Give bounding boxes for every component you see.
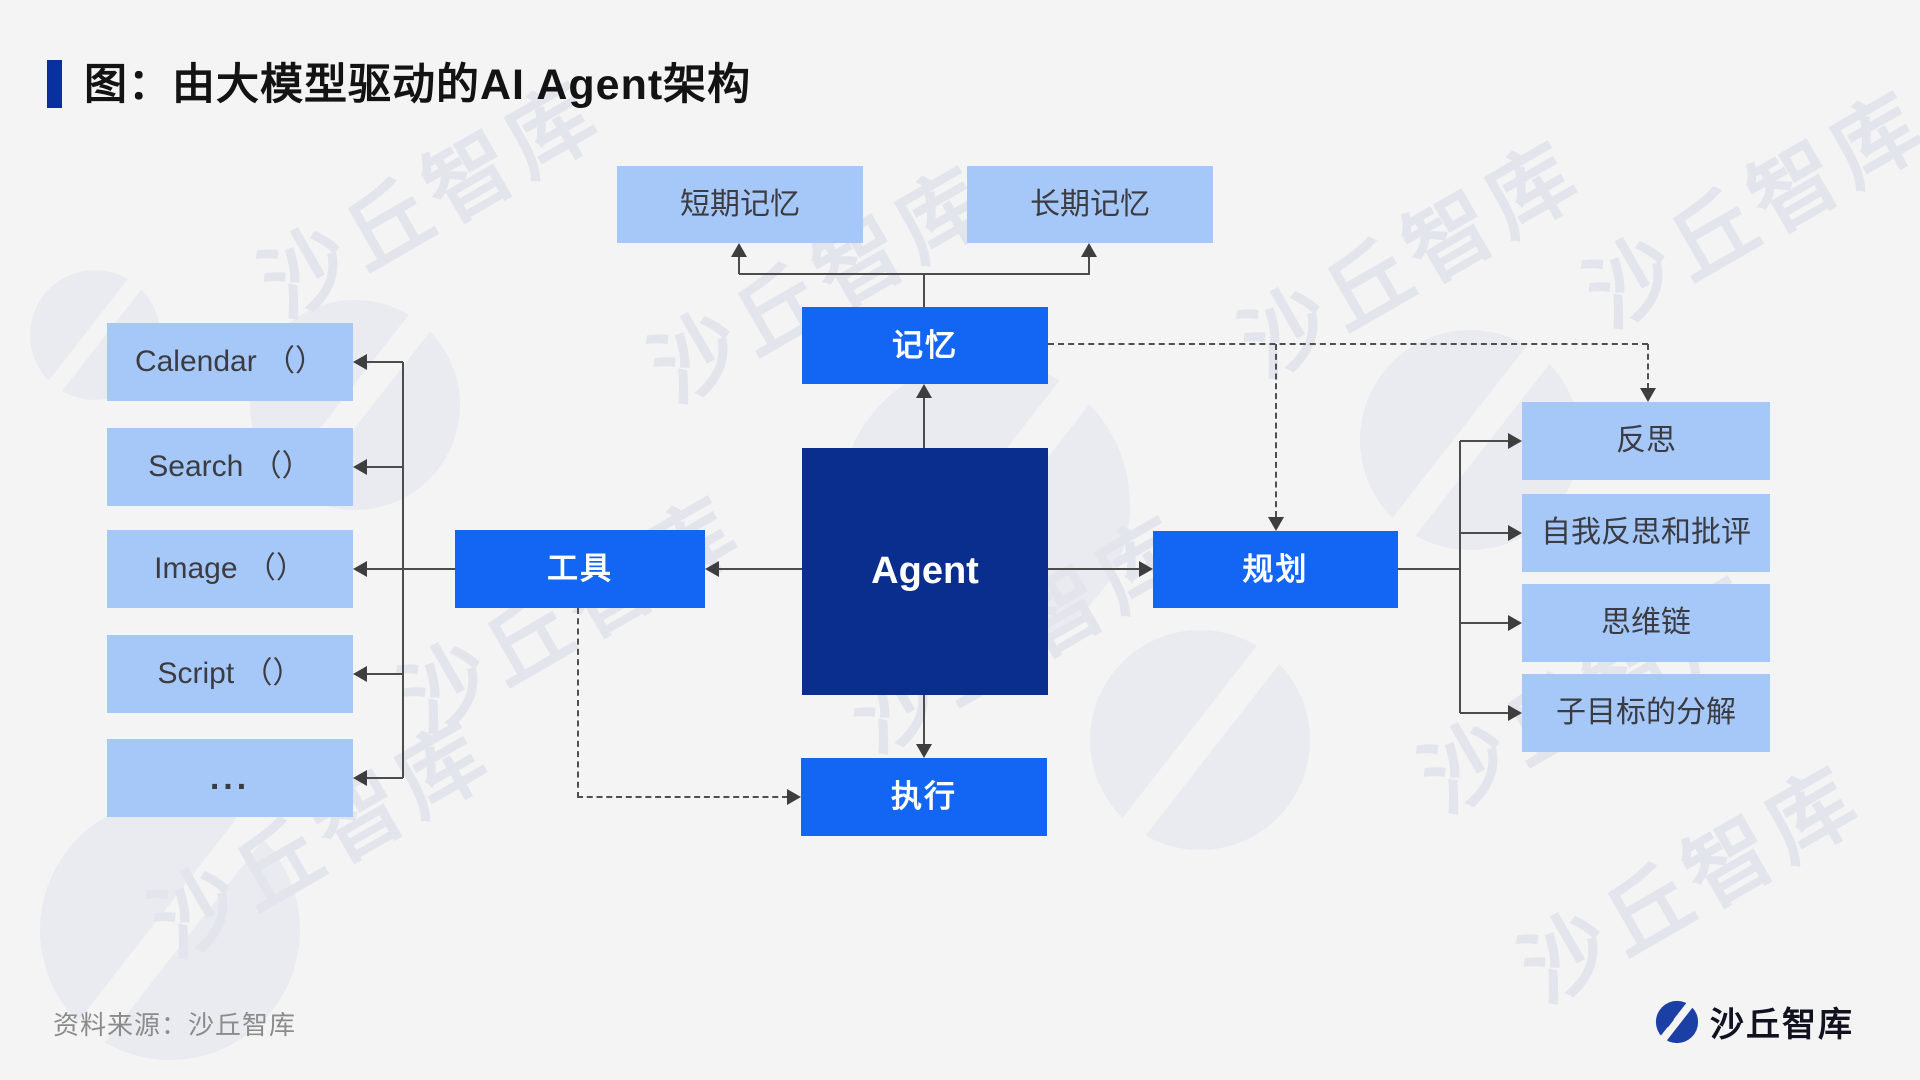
connector-branch-reflection [1460,440,1508,442]
source-note: 资料来源：沙丘智库 [53,1010,297,1040]
arrowhead-dashed-planning [1268,517,1284,531]
connector-branch-script [366,673,403,675]
connector-branch-more [366,777,403,779]
watermark-logo-circle [1090,630,1310,850]
tool-item-image: Image （） [107,530,353,608]
tool-item-script: Script （） [107,635,353,713]
watermark-logo-circle [40,800,300,1060]
connector-branch-self-criticism [1460,532,1508,534]
connector-branch-subgoal [1460,712,1508,714]
arrowhead-self-criticism [1508,525,1522,541]
connector-planning-trunk [1398,568,1460,570]
arrowhead-more [353,770,367,786]
node-agent: Agent [802,448,1048,695]
brand-logo: 沙丘智库 [1654,997,1854,1046]
connector-branch-chain-of-thought [1460,622,1508,624]
connector-memory-splitter [739,273,1090,275]
connector-right-trunk [1459,441,1461,713]
arrowhead-subgoal [1508,705,1522,721]
node-memory: 记忆 [802,307,1048,384]
planning-item-chain-of-thought: 思维链 [1522,584,1770,662]
arrowhead-script [353,666,367,682]
connector-to-long-term [1088,255,1090,274]
arrowhead-search [353,459,367,475]
dashed-to-reflection [1647,344,1649,389]
tool-item-calendar: Calendar （） [107,323,353,401]
arrowhead-planning [1139,561,1153,577]
watermark-text: 沙丘智库 [1570,74,1920,346]
node-execution: 执行 [801,758,1047,836]
connector-agent-memory [923,397,925,448]
arrowhead-reflection [1508,433,1522,449]
page-title: 图：由大模型驱动的AI Agent架构 [84,61,752,109]
arrowhead-short-term [731,243,747,257]
dashed-to-planning [1275,344,1277,517]
connector-tools-trunk [366,568,455,570]
node-short-term-memory: 短期记忆 [617,166,863,243]
connector-branch-search [366,466,403,468]
arrowhead-long-term [1081,243,1097,257]
connector-to-short-term [738,255,740,274]
tool-item-search: Search （） [107,428,353,506]
arrowhead-chain-of-thought [1508,615,1522,631]
connector-agent-planning [1048,568,1140,570]
arrowhead-execution [916,744,932,758]
brand-logo-icon [1654,998,1699,1045]
connector-memory-up [923,274,925,307]
planning-item-reflection: 反思 [1522,402,1770,480]
connector-branch-calendar [366,361,403,363]
node-tools: 工具 [455,530,705,608]
arrowhead-dashed-execution [787,789,801,805]
planning-item-subgoal-decomposition: 子目标的分解 [1522,674,1770,752]
node-long-term-memory: 长期记忆 [967,166,1213,243]
brand-name: 沙丘智库 [1710,1006,1854,1044]
dashed-tools-down [577,608,579,798]
title-accent-bar [47,60,62,108]
arrowhead-calendar [353,354,367,370]
arrowhead-memory [916,384,932,398]
node-planning: 规划 [1153,531,1398,608]
dashed-memory-right [1048,343,1648,345]
connector-left-trunk [402,362,404,778]
tool-item-more: ... [107,739,353,817]
planning-item-self-criticism: 自我反思和批评 [1522,494,1770,572]
dashed-to-execution [577,796,788,798]
connector-agent-execution [923,695,925,745]
arrowhead-image [353,561,367,577]
arrowhead-tools [705,561,719,577]
arrowhead-dashed-reflection [1640,388,1656,402]
connector-agent-tools [719,568,802,570]
